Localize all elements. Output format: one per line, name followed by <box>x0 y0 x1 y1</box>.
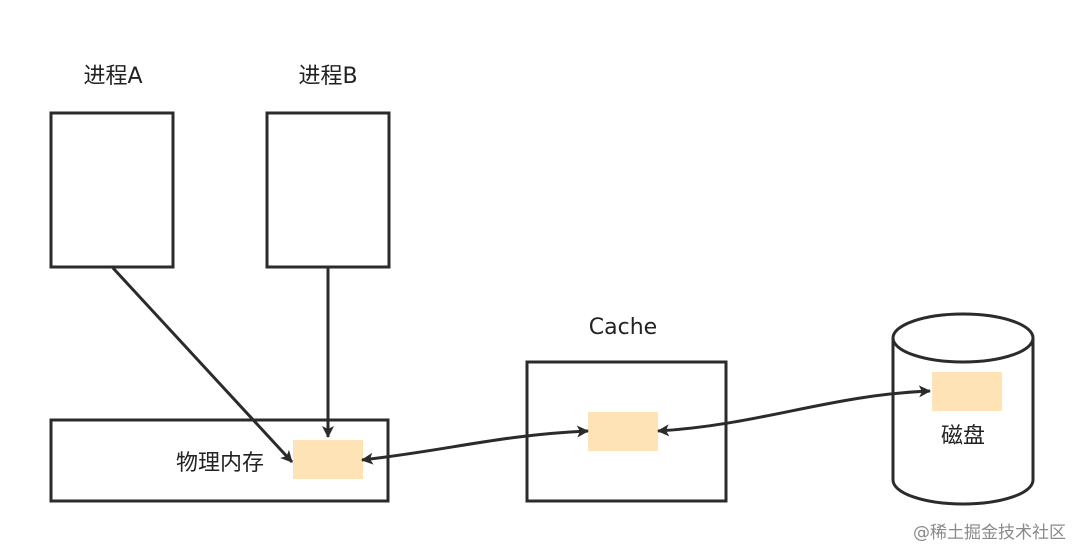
arrow-memory-cache-bidirectional <box>361 425 589 465</box>
cache-label: Cache <box>589 315 657 340</box>
memory-page-block <box>293 440 363 479</box>
arrow-process-a-to-memory <box>111 266 294 464</box>
disk-label: 磁盘 <box>941 424 985 449</box>
process-a-box <box>49 111 175 269</box>
disk-page-block <box>932 372 1002 411</box>
arrow-cache-disk-bidirectional <box>657 385 931 437</box>
disk-cylinder-top <box>891 312 1035 364</box>
process-b-box <box>265 111 391 269</box>
cache-page-block <box>588 412 658 451</box>
physical-memory-label: 物理内存 <box>176 451 264 476</box>
process-a-label: 进程A <box>83 64 142 89</box>
watermark-text: @稀土掘金技术社区 <box>913 523 1066 543</box>
process-b-label: 进程B <box>298 64 357 89</box>
